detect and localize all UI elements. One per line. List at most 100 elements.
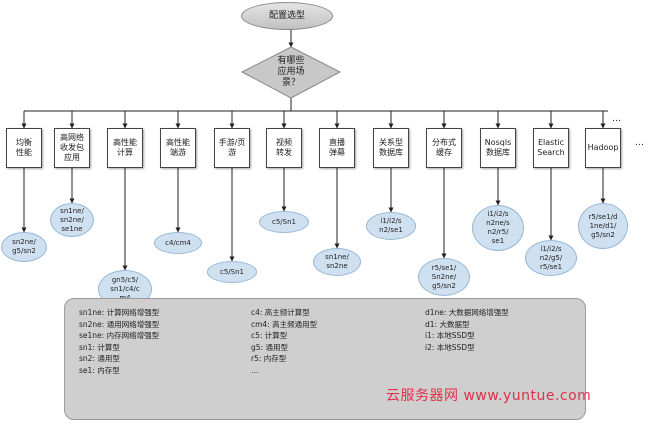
legend-entry: se1ne: 内存网络增强型 — [79, 331, 160, 340]
instance-label-line: n2/g5/ — [539, 253, 563, 262]
decision-diamond — [240, 46, 342, 99]
instance-label-line: n2ne/s — [486, 219, 510, 227]
legend-entry: sn1ne: 计算网络增强型 — [79, 308, 160, 317]
instance-label-line: i1/i2/s — [540, 244, 562, 253]
category-label-line: Search — [537, 148, 565, 157]
legend-entry: i2: 本地SSD型 — [425, 342, 475, 352]
start-node: 配置选型 — [241, 2, 333, 30]
category-label-line: 高性能 — [166, 138, 190, 147]
instance-label-line: c4/cm4 — [165, 238, 191, 247]
category-label-line: 弹幕 — [329, 148, 345, 157]
legend-entry: r5: 内存型 — [251, 354, 287, 363]
category-label-line: 缓存 — [436, 148, 452, 157]
category-label-line: 计算 — [117, 148, 133, 157]
decision-line: 有哪些 — [277, 55, 305, 66]
category-box: 视频转发 — [266, 128, 302, 168]
category-box: 关系型数据库 — [373, 128, 409, 168]
category-label-line: Elastic — [537, 138, 565, 147]
watermark: 云服务器网 www.yuntue.com — [386, 388, 592, 404]
instance-oval: c5/Sn1 — [259, 211, 309, 233]
instance-label-line: sn1/c4/c — [110, 284, 140, 293]
instance-oval: r5/se1/Sn2ne/g5/sn2 — [418, 258, 470, 296]
instance-oval: c5/Sn1 — [207, 261, 257, 283]
instance-label-line: gn5/c5/ — [111, 275, 139, 284]
start-label: 配置选型 — [268, 11, 305, 21]
instance-label-line: Sn2ne/ — [431, 272, 457, 281]
instance-label-line: c5/Sn1 — [272, 217, 296, 226]
legend-entry: … — [251, 365, 259, 375]
instance-label-line: m4 — [110, 294, 139, 303]
decision-label: 有哪些 应用场 景？ — [257, 52, 325, 92]
instance-label-line: sn1ne/ — [325, 253, 349, 261]
legend-col-3: d1ne: 大数据网络增强型 d1: 大数据型 i1: 本地SSD型 i2: 本… — [425, 307, 509, 353]
top-ellipsis: … — [612, 114, 621, 124]
legend-panel: sn1ne: 计算网络增强型 sn2ne: 通用网络增强型 se1ne: 内存网… — [64, 298, 586, 420]
category-label-line: 数据库 — [485, 148, 510, 157]
legend-entry: se1: 内存型 — [79, 365, 120, 375]
category-label-line: 高性能 — [113, 138, 137, 147]
category-label-line: 数据库 — [379, 148, 403, 157]
category-box: 高性能计算 — [107, 128, 143, 168]
legend-entry: sn2ne: 通用网络增强型 — [79, 319, 160, 329]
legend-col-1: sn1ne: 计算网络增强型 sn2ne: 通用网络增强型 se1ne: 内存网… — [79, 307, 159, 376]
instance-oval: sn1ne/sn2ne/se1ne — [50, 203, 94, 237]
legend-entry: c4: 高主频计算型 — [251, 308, 310, 317]
instance-label-line: g5/sn2 — [12, 247, 36, 255]
category-label-line: 均衡 — [16, 138, 32, 147]
category-label-line: 转发 — [276, 148, 292, 157]
instance-label-line: n2/se1 — [379, 226, 403, 234]
instance-label-line: se1 — [491, 237, 505, 245]
instance-label-line: se1ne — [61, 224, 83, 233]
instance-label-line: sn1ne/ — [60, 206, 84, 215]
legend-entry: sn1: 计算型 — [79, 342, 120, 352]
category-box: 直播弹幕 — [319, 128, 355, 168]
decision-line: 应用场 — [277, 66, 305, 77]
category-label-line: Nosqls — [484, 138, 512, 147]
legend-entry: g5: 通用型 — [251, 342, 288, 352]
legend-entry: d1: 大数据型 — [425, 319, 470, 329]
instance-label-line: g5/sn2 — [432, 281, 456, 290]
instance-label-line: n2/r5/ — [487, 228, 509, 236]
legend-entry: cm4: 高主频通用型 — [251, 319, 318, 329]
instance-label-line: c5/Sn1 — [220, 267, 244, 276]
legend-entry: c5: 计算型 — [251, 331, 288, 340]
legend-entry: d1ne: 大数据网络增强型 — [425, 308, 509, 317]
side-ellipsis: … — [635, 138, 644, 148]
category-box: 高性能端游 — [160, 128, 196, 168]
category-box: 均衡性能 — [6, 128, 42, 168]
category-box: Hadoop — [585, 128, 621, 168]
instance-oval: sn1ne/sn2ne — [313, 248, 361, 276]
category-label-line: 收发包 — [60, 143, 84, 152]
instance-oval: c4/cm4 — [154, 232, 202, 254]
category-box: 分布式缓存 — [426, 128, 462, 168]
category-label-line: 端游 — [170, 148, 186, 157]
category-label-line: 关系型 — [379, 138, 403, 147]
category-label-line: 游 — [227, 148, 236, 157]
instance-label-line: sn2ne/ — [60, 215, 84, 224]
legend-entry: sn2: 通用型 — [79, 354, 120, 363]
instance-label-line: sn2ne — [326, 262, 348, 270]
category-box: 手游/页游 — [214, 128, 250, 168]
instance-oval: sn2ne/g5/sn2 — [1, 232, 47, 262]
instance-label-line: g5/sn2 — [591, 230, 615, 239]
category-label-line: 应用 — [64, 153, 80, 162]
instance-label-line: sn2ne/ — [12, 238, 36, 246]
category-label-line: 高网络 — [60, 133, 84, 142]
decision-line: 景？ — [281, 77, 300, 88]
legend-col-2: c4: 高主频计算型 cm4: 高主频通用型 c5: 计算型 g5: 通用型 r… — [251, 307, 317, 376]
category-label-line: 性能 — [16, 148, 32, 157]
category-label-line: 分布式 — [432, 138, 456, 147]
category-label-line: 视频 — [276, 138, 292, 147]
instance-label-line: r5/se1/d — [588, 212, 618, 221]
instance-label-line: r5/se1 — [539, 262, 563, 271]
category-box: 高网络收发包应用 — [54, 128, 90, 168]
legend-entry: i1: 本地SSD型 — [425, 331, 475, 340]
instance-label-line: i1/i2/s — [380, 217, 402, 225]
